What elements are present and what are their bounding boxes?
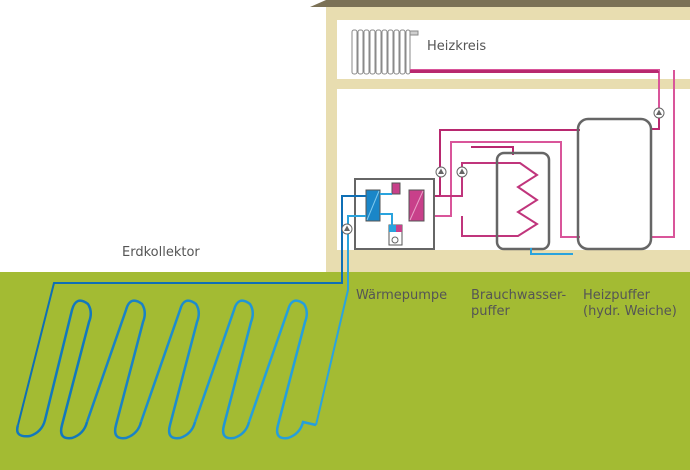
ground-collector — [16, 299, 317, 440]
pipe-collector-return — [315, 215, 366, 426]
collector-loop-4 — [193, 299, 254, 440]
condenser — [408, 189, 425, 222]
label-heizpuffer-1: Heizpuffer — [583, 288, 650, 303]
label-waermepumpe: Wärmepumpe — [356, 288, 448, 303]
dhw-tank — [495, 151, 551, 251]
cold-pipes — [17, 195, 366, 426]
pipe-dhw-cold-inlet — [530, 248, 573, 255]
pipe-buffer-top — [650, 116, 660, 130]
pipe-hp-internal-cold — [380, 213, 393, 225]
collector-loop-3 — [139, 299, 200, 440]
label-brauchwasser-1: Brauchwasser- — [471, 288, 567, 303]
pipe-hp-to-buffer-return — [425, 141, 580, 238]
roof — [310, 0, 690, 7]
collector-loop-2 — [85, 299, 146, 440]
label-heizpuffer-2: (hydr. Weiche) — [583, 304, 677, 319]
pump-heizkreis-icon — [653, 107, 665, 119]
buffer-tank — [576, 117, 653, 251]
label-brauchwasser-2: puffer — [471, 304, 510, 319]
collector-loop-1 — [16, 299, 92, 440]
compressor — [388, 224, 403, 246]
expansion-valve — [391, 182, 401, 195]
evaporator — [365, 189, 381, 222]
collector-loop-5 — [247, 299, 317, 440]
label-erdkollektor: Erdkollektor — [122, 245, 200, 260]
pump-dhw-icon — [456, 166, 468, 178]
pump-collector-icon — [341, 223, 353, 235]
pipe-heizkreis-down — [650, 70, 675, 238]
pump-buffer-icon — [435, 166, 447, 178]
radiator-icon — [351, 29, 419, 75]
pipe-collector-supply — [17, 195, 366, 426]
label-heizkreis: Heizkreis — [427, 39, 487, 54]
